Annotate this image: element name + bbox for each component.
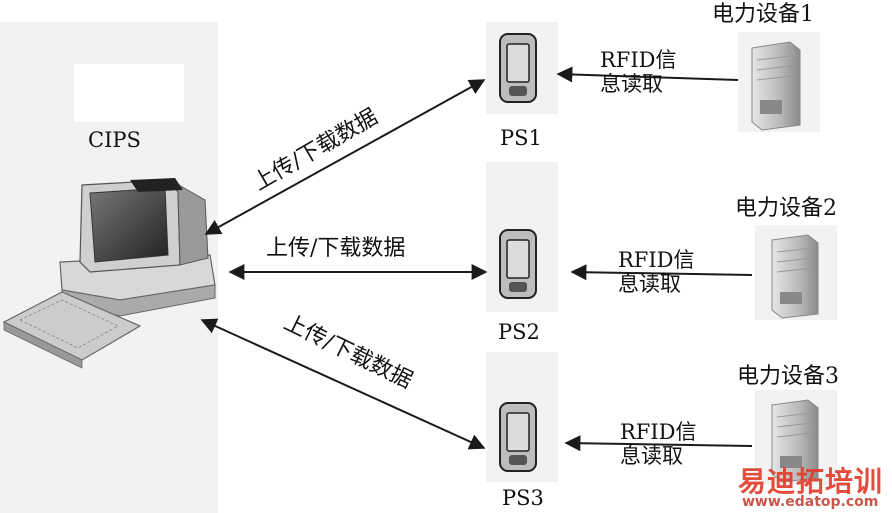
ps2-pda-icon (499, 229, 537, 299)
arrow-device2-ps2 (570, 264, 753, 281)
device1-label: 电力设备1 (712, 2, 814, 27)
cips-label-highlight (74, 64, 184, 122)
rfid-label-2-line2: 息读取 (618, 272, 681, 297)
computer-icon (2, 178, 216, 369)
device2-label: 电力设备2 (735, 196, 837, 221)
rfid-label-1-line1: RFID信 (600, 48, 677, 72)
device1-server-icon (751, 41, 801, 131)
edge-label-ps2: 上传/下载数据 (266, 236, 406, 261)
arrow-device1-ps1 (556, 66, 739, 83)
rfid-label-2: RFID信 息读取 (618, 248, 695, 296)
cips-label: CIPS (88, 128, 141, 152)
rfid-label-3: RFID信 息读取 (620, 420, 697, 468)
arrow-cips-ps1 (204, 79, 486, 235)
arrow-cips-ps3 (200, 318, 486, 450)
ps2-label: PS2 (498, 320, 540, 344)
device3-label: 电力设备3 (737, 364, 839, 389)
watermark-url: www.edatop.com (742, 494, 879, 510)
arrow-device3-ps3 (564, 435, 753, 452)
rfid-label-2-line1: RFID信 (618, 248, 695, 272)
ps1-pda-icon (499, 33, 537, 103)
rfid-label-3-line2: 息读取 (620, 444, 683, 469)
watermark-brand: 易迪拓培训 (738, 465, 884, 498)
device3-server-icon (771, 399, 819, 483)
ps3-pda-icon (499, 402, 537, 472)
device2-server-icon (771, 234, 819, 319)
rfid-label-1: RFID信 息读取 (600, 48, 677, 96)
ps3-label: PS3 (502, 486, 544, 510)
rfid-label-1-line2: 息读取 (600, 72, 663, 97)
ps1-label: PS1 (500, 126, 542, 150)
rfid-label-3-line1: RFID信 (620, 420, 697, 444)
